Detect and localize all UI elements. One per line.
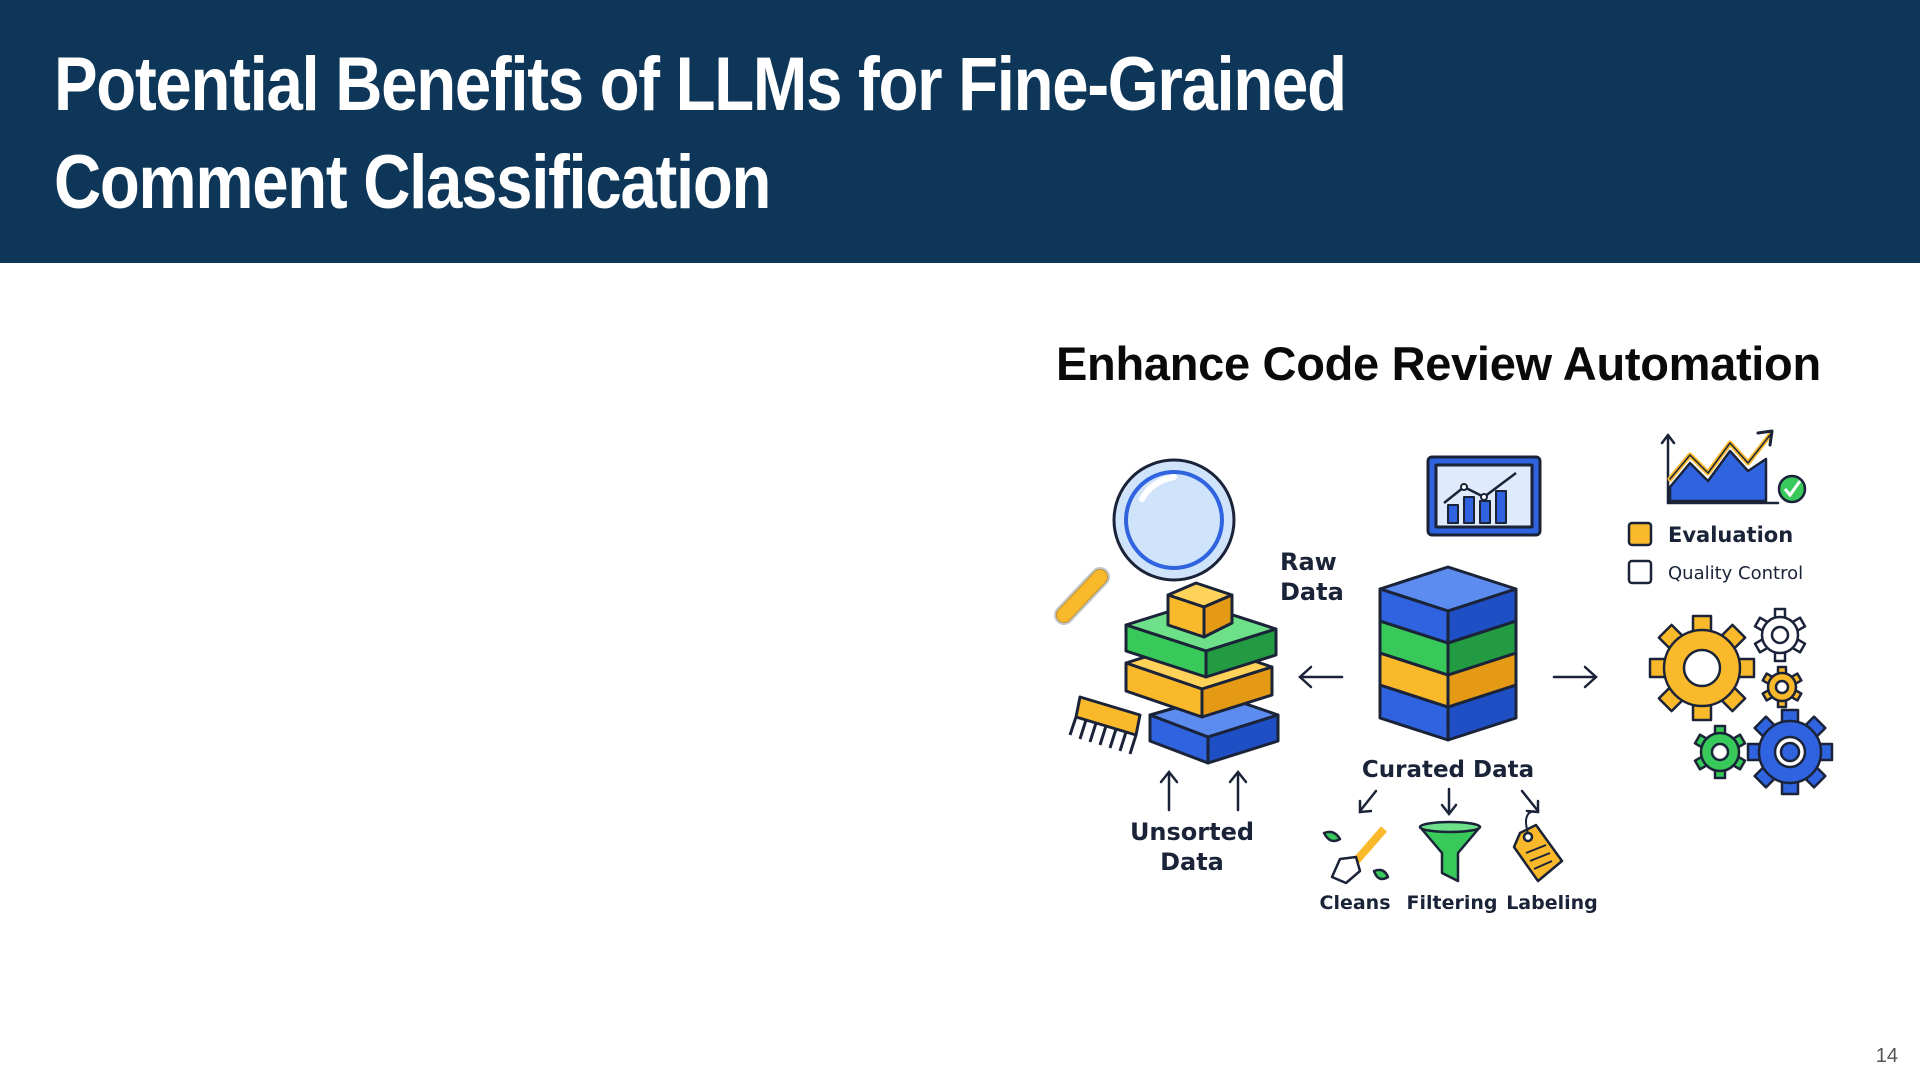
curated-data-label: Curated Data	[1362, 757, 1534, 783]
raw-data-label-2: Data	[1280, 578, 1344, 606]
figure-title: Enhance Code Review Automation	[1056, 337, 1821, 390]
quality-control-legend-swatch	[1627, 559, 1653, 585]
tag-icon	[1512, 810, 1564, 883]
magnifier-icon	[1054, 458, 1236, 625]
down-arrows-icon	[1358, 787, 1540, 817]
brush-icon	[1068, 695, 1142, 755]
right-arrow-icon	[1552, 665, 1598, 689]
evaluation-legend-swatch	[1627, 521, 1653, 547]
unsorted-data-label-1: Unsorted	[1130, 818, 1254, 846]
monitor-chart-icon	[1426, 455, 1542, 537]
left-arrow-icon	[1298, 665, 1344, 689]
gears-icon	[1648, 607, 1834, 796]
trend-chart-icon	[1660, 429, 1780, 505]
header-bar: Potential Benefits of LLMs for Fine-Grai…	[0, 0, 1920, 263]
evaluation-label: Evaluation	[1668, 523, 1793, 547]
funnel-icon	[1418, 820, 1482, 883]
page-number: 14	[1875, 1045, 1898, 1067]
quality-control-label: Quality Control	[1668, 563, 1803, 584]
curated-data-stack-icon	[1378, 565, 1518, 742]
filtering-label: Filtering	[1407, 892, 1498, 914]
checkmark-icon	[1777, 474, 1807, 504]
data-pipeline-illustration: Raw Data Unsorted Data	[1040, 415, 1840, 920]
up-arrows-icon	[1159, 769, 1248, 812]
cleans-label: Cleans	[1320, 892, 1391, 914]
slide-title: Potential Benefits of LLMs for Fine-Grai…	[54, 42, 1347, 225]
broom-icon	[1322, 826, 1390, 885]
raw-data-stack-icon	[1124, 581, 1280, 765]
labeling-label: Labeling	[1506, 892, 1598, 914]
unsorted-data-label-2: Data	[1160, 848, 1224, 876]
raw-data-label-1: Raw	[1280, 548, 1337, 576]
